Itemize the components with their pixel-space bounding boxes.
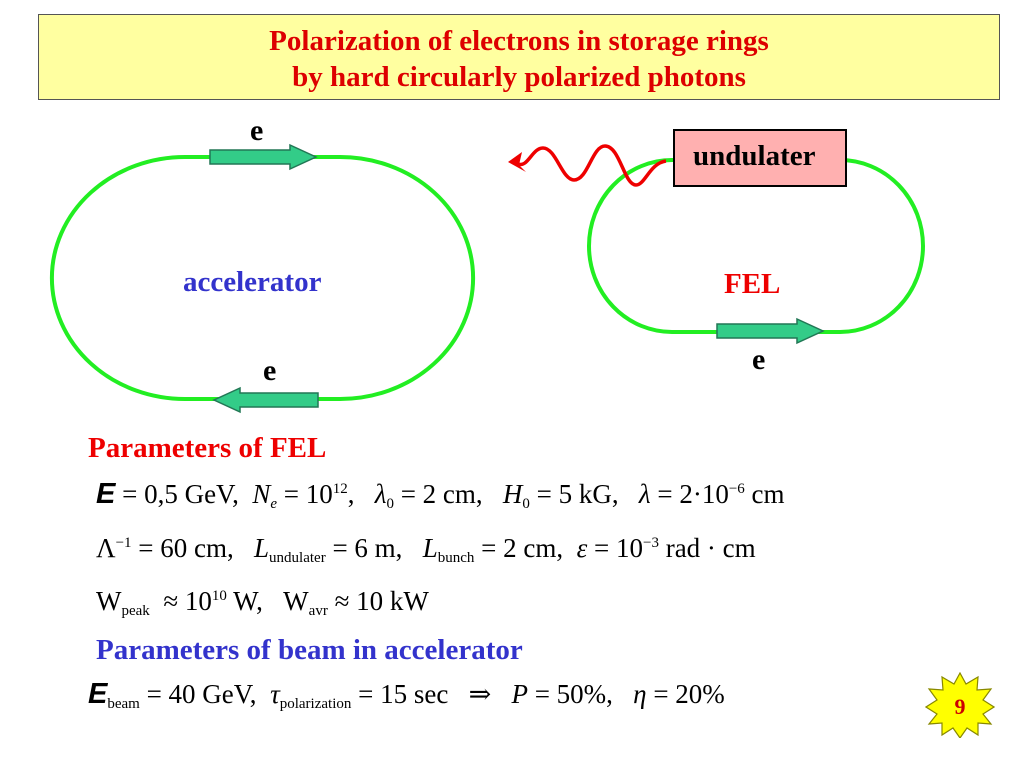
undulater-label: undulater (693, 140, 816, 172)
value: = 6 m, (332, 533, 403, 563)
electron-arrow-fel (716, 317, 825, 345)
symbol: ε (576, 533, 588, 563)
superscript: 12 (332, 481, 348, 497)
symbol: N (252, 479, 271, 509)
beam-params-line-1: Ebeam = 40 GeV, τpolarization = 15 sec ⇒… (88, 678, 725, 713)
value: ≈ 10 kW (334, 586, 429, 616)
title-line-2: by hard circularly polarized photons (292, 61, 746, 93)
subscript: 0 (522, 496, 530, 512)
punct: , (347, 479, 355, 509)
subscript: polarization (279, 696, 352, 712)
symbol: λ (374, 479, 387, 509)
symbol: H (502, 479, 523, 509)
subscript: beam (107, 696, 140, 712)
superscript: −1 (115, 535, 132, 551)
undulater-box (673, 129, 847, 187)
value: = 20% (653, 679, 725, 709)
value: = 15 sec (358, 679, 449, 709)
symbol: η (633, 679, 647, 709)
beam-params-heading: Parameters of beam in accelerator (96, 634, 523, 666)
subscript: 0 (386, 496, 394, 512)
slide-number-badge: 9 (925, 672, 995, 738)
accelerator-ring (49, 155, 476, 401)
fel-params-line-3: Wpeak ≈ 1010 W, Wavr ≈ 10 kW (96, 586, 429, 620)
symbol-E: E (88, 678, 108, 710)
symbol: λ (638, 479, 651, 509)
subscript: avr (308, 603, 328, 619)
subscript: undulater (269, 550, 326, 566)
subscript: peak (121, 603, 150, 619)
electron-arrow-bottom (212, 386, 319, 414)
implies-symbol: ⇒ (468, 679, 492, 709)
electron-arrow-top (209, 143, 318, 171)
symbol-E: E (96, 478, 116, 510)
electron-label-fel: e (752, 343, 766, 376)
subscript: bunch (437, 550, 475, 566)
value: = 0,5 GeV, (122, 479, 239, 509)
symbol: L (254, 533, 270, 563)
title-line-1: Polarization of electrons in storage rin… (269, 25, 769, 57)
value: = 2 cm, (400, 479, 483, 509)
fel-label: FEL (724, 268, 781, 300)
slide-number: 9 (955, 694, 966, 719)
symbol: W (283, 586, 309, 616)
value: = 50%, (534, 679, 613, 709)
fel-params-line-2: Λ−1 = 60 cm, Lundulater = 6 m, Lbunch = … (96, 533, 756, 567)
unit: W, (233, 586, 263, 616)
superscript: −6 (728, 481, 745, 497)
photon-wave (517, 144, 667, 187)
photon-arrowhead (508, 152, 526, 172)
unit: rad · cm (665, 533, 756, 563)
electron-label-top: e (250, 114, 264, 147)
value: ≈ 10 (163, 586, 212, 616)
value: = 60 cm, (138, 533, 234, 563)
value: = 2·10 (657, 479, 729, 509)
superscript: −3 (642, 535, 659, 551)
fel-params-line-1: E = 0,5 GeV, Ne = 1012, λ0 = 2 cm, H0 = … (96, 478, 785, 513)
electron-label-bottom: e (263, 354, 277, 387)
value: = 10 (283, 479, 333, 509)
symbol: W (96, 586, 122, 616)
value: = 40 GeV, (146, 679, 257, 709)
symbol: L (422, 533, 438, 563)
value: = 5 kG, (536, 479, 619, 509)
value: = 2 cm, (481, 533, 564, 563)
value: = 10 (594, 533, 643, 563)
fel-params-heading: Parameters of FEL (88, 432, 327, 464)
symbol: P (511, 679, 528, 709)
symbol: Λ (96, 533, 116, 563)
unit: cm (751, 479, 785, 509)
starburst-icon (925, 672, 995, 738)
fel-ring (587, 158, 925, 334)
accelerator-label: accelerator (183, 266, 322, 298)
superscript: 10 (211, 588, 227, 604)
subscript: e (270, 496, 278, 512)
title-box: Polarization of electrons in storage rin… (38, 14, 1000, 100)
symbol: τ (270, 679, 280, 709)
